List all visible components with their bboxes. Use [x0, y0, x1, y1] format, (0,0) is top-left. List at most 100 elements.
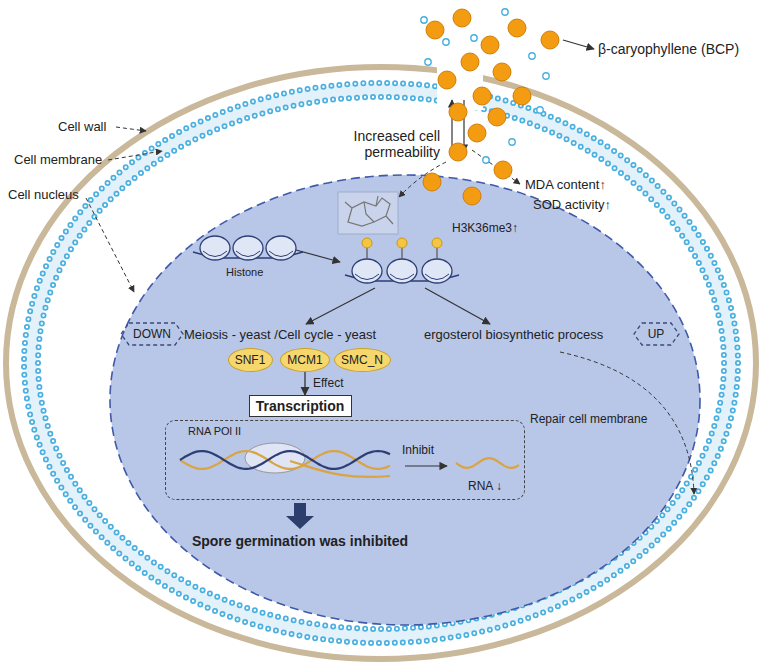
- entry-arrow: [399, 162, 446, 197]
- small-particle: [543, 73, 549, 79]
- methyl-stem: [366, 247, 367, 259]
- membrane-inner-heads-inner: [38, 97, 724, 629]
- process-arrow: [425, 288, 490, 324]
- bcp-particle: [468, 124, 486, 142]
- small-particle: [483, 157, 489, 163]
- text-label: Repair cell membrane: [530, 413, 647, 427]
- small-particle: [471, 35, 477, 41]
- dna-strand: [180, 451, 390, 469]
- big-arrow: [286, 503, 314, 529]
- node-text: DOWN: [133, 327, 171, 341]
- node-text: Inhibit: [402, 443, 434, 457]
- leader-line: [116, 127, 146, 131]
- bcp-molecule: [338, 192, 398, 234]
- leader-line: [563, 40, 594, 49]
- gene-ellipse: SMC_N: [334, 348, 391, 372]
- nucleosome: [266, 236, 296, 260]
- bcp-particle: [473, 87, 491, 105]
- bcp-particle: [463, 187, 481, 205]
- nucleus: [110, 175, 700, 625]
- nucleosome: [422, 259, 452, 283]
- nucleosome: [387, 259, 417, 283]
- rna-product: [456, 458, 519, 468]
- tag-shape: [121, 323, 183, 345]
- methyl-mark: [397, 238, 407, 248]
- membrane-outer-heads: [24, 83, 738, 643]
- bcp-particle: [426, 21, 444, 39]
- oxidative-arrow: [472, 150, 520, 184]
- dna-wrap: [355, 274, 379, 280]
- dna-wrap: [390, 274, 414, 280]
- text-label: H3K36me3↑: [452, 222, 518, 236]
- text-label: Cell membrane: [14, 153, 102, 168]
- text-label: Spore germination was inhibited: [192, 533, 408, 549]
- regulation-tag: UP: [633, 322, 680, 346]
- membrane-inner-heads: [38, 97, 724, 629]
- node-text: UP: [648, 327, 665, 341]
- dna-strand: [180, 451, 390, 469]
- small-particles: [421, 9, 549, 163]
- edge-label: Effect: [313, 377, 343, 391]
- dna-wrap: [269, 251, 293, 257]
- bcp-particle: [481, 36, 499, 54]
- text-label: Cell nucleus: [8, 188, 79, 203]
- text-label: β-caryophyllene (BCP): [598, 41, 739, 57]
- node-text: RNA ↓: [468, 479, 502, 493]
- bcp-particle: [488, 108, 506, 126]
- nucleosome-group: [193, 236, 303, 260]
- bcp-particles: [423, 9, 559, 205]
- node-text: MCM1: [287, 353, 322, 367]
- dna-wrap: [425, 274, 449, 280]
- small-particle: [425, 59, 431, 65]
- nucleosome-group: [345, 238, 459, 283]
- process-box: Transcription: [249, 395, 352, 417]
- methyl-mark: [432, 238, 442, 248]
- node-text: Transcription: [256, 398, 345, 414]
- dna-wrap: [236, 251, 260, 257]
- membrane-outer-heads-inner: [24, 83, 738, 643]
- text-label: MDA content↑: [525, 178, 606, 193]
- methyl-mark: [362, 238, 372, 248]
- text-label: Cell wall: [58, 120, 106, 135]
- nucleosome: [233, 236, 263, 260]
- bcp-particle: [423, 173, 441, 191]
- bcp-particle: [449, 103, 467, 121]
- bcp-particle: [508, 19, 526, 37]
- cell-wall: [6, 67, 756, 659]
- small-particle: [421, 17, 427, 23]
- text-label: ergosterol biosynthetic process: [424, 328, 603, 343]
- node-text: RNA POl II: [188, 425, 241, 437]
- bcp-particle: [494, 161, 512, 179]
- leader-line: [86, 198, 134, 292]
- nucleosome: [352, 259, 382, 283]
- process-arrow: [306, 288, 375, 324]
- methyl-stem: [436, 247, 437, 259]
- dna-wrap: [203, 251, 227, 257]
- bcp-particle: [449, 143, 467, 161]
- gene-ellipse: MCM1: [280, 348, 330, 372]
- small-particle: [443, 39, 449, 45]
- inhibit-arrow: [405, 465, 447, 466]
- bcp-particle: [438, 71, 456, 89]
- text-label: Increased cell permeability: [322, 128, 440, 160]
- small-particle: [509, 139, 515, 145]
- bcp-particle: [541, 31, 559, 49]
- small-particle: [529, 53, 535, 59]
- node-text: SMC_N: [341, 353, 383, 367]
- bcp-particle: [461, 53, 479, 71]
- node-text: SNF1: [235, 353, 266, 367]
- leader-line: [108, 151, 162, 160]
- tag-shape: [634, 323, 679, 345]
- bcp-particle: [453, 9, 471, 27]
- methyl-stem: [401, 247, 402, 259]
- small-particle: [502, 9, 508, 15]
- small-particle: [537, 107, 543, 113]
- bcp-particle: [493, 63, 511, 81]
- gene-ellipse: SNF1: [228, 348, 273, 372]
- membrane-core: [31, 90, 731, 636]
- connector-arrow: [304, 372, 305, 395]
- regulation-tag: DOWN: [120, 322, 184, 346]
- bcp-particle: [513, 87, 531, 105]
